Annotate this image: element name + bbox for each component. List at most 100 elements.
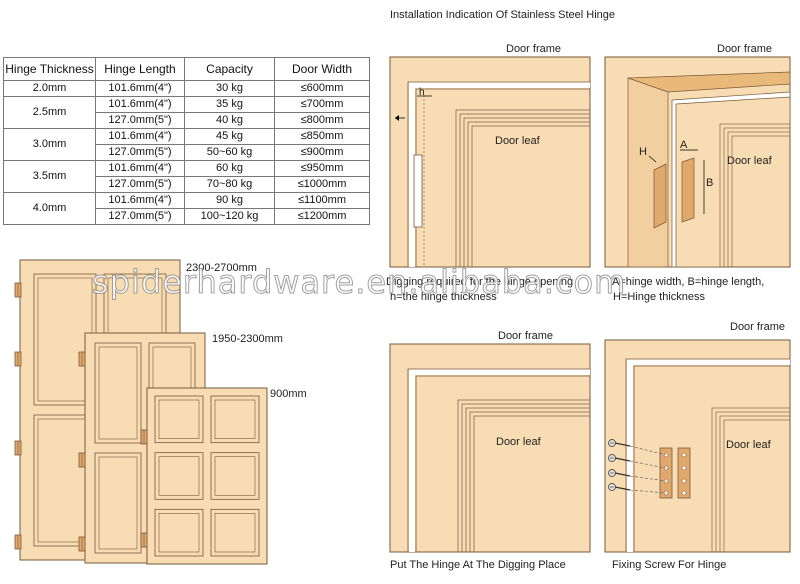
screw-guide-line	[629, 475, 667, 482]
frame-gap-2	[409, 369, 590, 552]
hinge-thickness-H-label: H	[639, 146, 647, 158]
table-cell: 100~120 kg	[184, 208, 275, 225]
table-cell: 50~60 kg	[184, 144, 275, 161]
h-dimension	[648, 155, 657, 163]
frame-edge-2	[407, 368, 590, 552]
caption-put-hinge: Put The Hinge At The Digging Place	[390, 559, 566, 571]
hinge-leaf-left	[659, 447, 673, 499]
hinge-leaf-right	[677, 447, 691, 499]
door-frame-label-1: Door frame	[506, 43, 562, 55]
medium-door-panel	[94, 342, 142, 444]
table-cell: 127.0mm(5")	[95, 112, 185, 129]
frame-edge	[407, 81, 590, 267]
digging-panel	[389, 56, 591, 268]
hinge-recess	[413, 154, 423, 228]
screw-shank	[614, 442, 631, 447]
short-door-panel-inner	[158, 399, 200, 439]
screw-guide-line	[629, 489, 667, 494]
caption-fix-screw: Fixing Screw For Hinge	[612, 559, 727, 571]
caption-dimension-line2: H=Hinge thickness	[613, 291, 706, 303]
table-header-cell: Door Width	[274, 57, 370, 81]
door-leaf-label-4: Door leaf	[726, 439, 771, 451]
hinge-hole	[681, 478, 687, 484]
short-door-panel	[154, 508, 204, 557]
frame-edge-inner-2	[415, 375, 590, 552]
page-title: Installation Indication Of Stainless Ste…	[390, 9, 616, 21]
screw-guide-line	[629, 460, 667, 469]
thickness-cell: 3.5mm	[3, 160, 96, 193]
watermark: spiderhardware.en.alibaba.com	[91, 263, 627, 302]
arrow-left-head	[395, 115, 399, 121]
door-leaf-moulding	[731, 135, 791, 268]
hinge-hole	[681, 490, 687, 496]
table-cell: 101.6mm(4")	[95, 128, 185, 145]
table-cell: ≤850mm	[274, 128, 370, 145]
short-door-panel-inner	[214, 513, 256, 553]
short-door-panel	[210, 452, 260, 500]
hinge-hole	[681, 465, 687, 471]
table-cell: 101.6mm(4")	[95, 96, 185, 113]
table-cell: 30 kg	[184, 80, 275, 97]
fix-screw-panel	[604, 339, 791, 553]
door-leaf-label-2: Door leaf	[727, 155, 772, 167]
thickness-cell: 4.0mm	[3, 192, 96, 225]
door-leaf-moulding	[471, 125, 591, 268]
table-cell: ≤600mm	[274, 80, 370, 97]
short-door-panel-inner	[214, 399, 256, 439]
door-leaf-label-3: Door leaf	[496, 436, 541, 448]
caption-digging-line2: h=the hinge thickness	[390, 291, 497, 303]
table-header-cell: Hinge Length	[95, 57, 185, 81]
frame-gap	[409, 82, 590, 267]
screw-shank	[614, 472, 631, 477]
door-frame-label-3: Door frame	[498, 330, 554, 342]
medium-door-panel-inner	[98, 346, 138, 440]
leaf-hinge-recess	[681, 157, 695, 223]
door-frame-label-4: Door frame	[730, 321, 786, 333]
screw-shank	[614, 486, 631, 491]
table-cell: 90 kg	[184, 192, 275, 209]
screw-guide-line	[629, 445, 667, 456]
table-header-cell: Hinge Thickness	[3, 57, 96, 81]
hinge-width-a-label: A	[680, 139, 688, 151]
medium-door-panel	[94, 452, 142, 554]
caption-digging-line1: Digging required for the hinge opening	[386, 276, 574, 288]
put-hinge-panel	[389, 343, 591, 553]
door-leaf-moulding	[473, 415, 591, 553]
table-cell: 127.0mm(5")	[95, 208, 185, 225]
door-size-tall-label: 2300-2700mm	[186, 262, 257, 274]
door-size-medium-label: 1950-2300mm	[212, 333, 283, 345]
screw-shank	[614, 457, 631, 462]
short-door-panel	[210, 508, 260, 557]
short-door-panel	[154, 395, 204, 444]
table-cell: 35 kg	[184, 96, 275, 113]
medium-door-panel-inner	[98, 456, 138, 550]
table-cell: 101.6mm(4")	[95, 80, 185, 97]
door-size-short-label: 900mm	[270, 388, 307, 400]
frame-hinge-recess	[653, 163, 667, 229]
door-leaf-label-1: Door leaf	[495, 135, 540, 147]
short-door	[146, 387, 268, 565]
short-door-panel-inner	[158, 456, 200, 496]
table-cell: ≤1200mm	[274, 208, 370, 225]
frame-edge-inner-3	[633, 365, 790, 552]
short-door-panel	[154, 452, 204, 500]
table-header-cell: Capacity	[184, 57, 275, 81]
caption-dimension-line1: A=hinge width, B=hinge length,	[612, 276, 765, 288]
hinge-hole	[681, 452, 687, 458]
hinge-length-b-label: B	[706, 177, 714, 189]
table-row: 127.0mm(5")100~120 kg≤1200mm	[4, 208, 370, 225]
table-cell: 40 kg	[184, 112, 275, 129]
short-door-panel-inner	[214, 456, 256, 496]
door-frame-label-2: Door frame	[717, 43, 773, 55]
short-door-panel-inner	[158, 513, 200, 553]
frame-edge-3	[625, 358, 790, 552]
frame-gap-3	[627, 359, 790, 552]
short-door-panel	[210, 395, 260, 444]
